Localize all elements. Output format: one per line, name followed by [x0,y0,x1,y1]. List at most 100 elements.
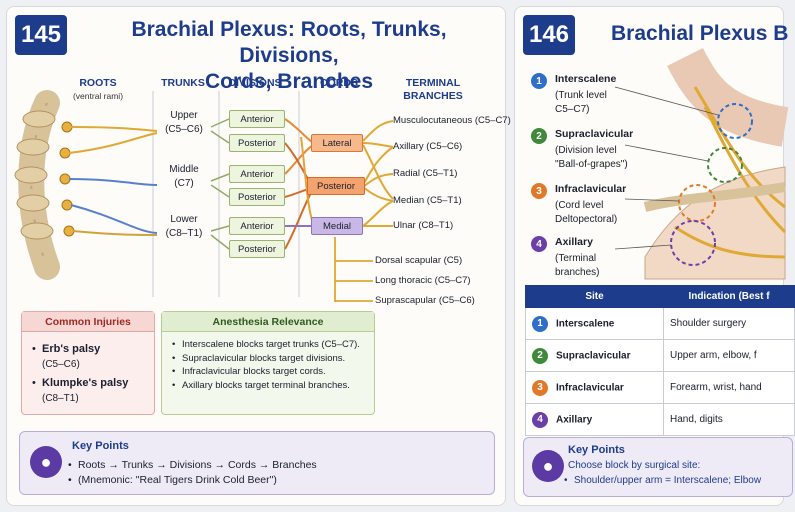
branch-dorsal-scapular: Dorsal scapular (C5) [375,255,463,266]
spine-illustration [14,90,75,280]
trunk-middle-name: Middle [169,164,199,175]
row-site-name: Infraclavicular [556,382,624,394]
key-point-item: (Mnemonic: "Real Tigers Drink Cold Beer"… [66,473,317,488]
header-roots-label: ROOTS [79,77,117,89]
card-number-badge: 145 [15,15,67,55]
site-2-number: 2 [531,128,547,144]
injury-item: Klumpke's palsy (C8–T1) [30,376,146,406]
key-points-line1: Choose block by surgical site: [568,460,701,471]
table-header-row: Site Indication (Best f [525,285,795,308]
site-1-desc: (Trunk level C5–C7) [555,89,607,117]
injuries-list: Erb's palsy (C5–C6) Klumpke's palsy (C8–… [22,332,154,416]
injury-name: Erb's palsy [42,343,101,355]
injury-roots: (C5–C6) [42,359,80,370]
header-cords: CORDS [320,77,358,89]
division-anterior-lower: Anterior [229,217,285,235]
header-terminal-line2: BRANCHES [403,90,463,102]
site-4-desc-line2: branches) [555,267,600,278]
site-3-desc-line2: Deltopectoral) [555,214,618,225]
table-cell-indication: Hand, digits [663,403,795,436]
division-anterior-middle: Anterior [229,165,285,183]
table-cell-site: 3 Infraclavicular [525,371,664,404]
site-2-desc: (Division level "Ball-of-grapes") [555,144,628,172]
table-cell-site: 2 Supraclavicular [525,339,664,372]
site-4-desc-line1: (Terminal [555,253,597,264]
common-injuries-title: Common Injuries [22,312,154,332]
trunk-upper: Upper (C5–C6) [157,109,211,137]
neck-illustration [614,47,789,280]
division-posterior-upper: Posterior [229,134,285,152]
header-terminal-branches: TERMINAL BRANCHES [391,77,475,103]
common-injuries-panel: Common Injuries Erb's palsy (C5–C6) Klum… [21,311,155,415]
division-posterior-lower: Posterior [229,240,285,258]
site-3-name: Infraclavicular [555,183,627,195]
branch-radial: Radial (C5–T1) [393,168,458,179]
branch-ulnar: Ulnar (C8–T1) [393,220,454,231]
injury-roots: (C8–T1) [42,393,79,404]
key-point-item: Shoulder/upper arm = Interscalene; Elbow [562,475,761,486]
site-3-desc-line1: (Cord level [555,200,604,211]
branch-musculocutaneous: Musculocutaneous (C5–C7) [393,115,511,126]
table-row: 4 Axillary Hand, digits [525,403,795,436]
site-4-desc: (Terminal branches) [555,252,599,280]
site-2-desc-line1: (Division level [555,145,617,156]
key-points-title: Key Points [72,440,129,452]
table-row: 3 Infraclavicular Forearm, wrist, hand [525,371,795,404]
card-title: Brachial Plexus B [611,22,789,45]
block-sites-table: Site Indication (Best f 1 Interscalene Sh… [525,285,795,436]
title-line-2: Cords, Branches [204,70,374,93]
trunk-upper-roots: (C5–C6) [165,124,203,135]
row-number-badge: 1 [532,315,548,332]
table-cell-indication: Upper arm, elbow, f [663,339,795,372]
table-cell-indication: Shoulder surgery [663,307,795,340]
anesthesia-item: Supraclavicular blocks target divisions. [170,352,366,366]
anesthesia-item: Infraclavicular blocks target cords. [170,365,366,379]
card-brachial-plexus-anatomy: 145 Brachial Plexus: Roots, Trunks, Divi… [6,6,511,506]
row-site-name: Supraclavicular [556,350,631,362]
site-2-desc-line2: "Ball-of-grapes") [555,159,628,170]
key-points-title: Key Points [568,444,625,456]
row-site-name: Axillary [556,414,593,426]
trunk-lower-name: Lower [170,214,198,225]
table-row: 2 Supraclavicular Upper arm, elbow, f [525,339,795,372]
anesthesia-item: Axillary blocks target terminal branches… [170,379,366,393]
injury-item: Erb's palsy (C5–C6) [30,342,146,372]
table-header-indication: Indication (Best f [663,285,795,308]
row-number-badge: 3 [532,379,548,396]
trunk-middle-roots: (C7) [174,178,194,189]
row-number-badge: 4 [532,411,548,428]
site-2-name: Supraclavicular [555,128,634,140]
key-points-panel: ● Key Points Choose block by surgical si… [523,437,793,497]
anesthesia-relevance-panel: Anesthesia Relevance Interscalene blocks… [161,311,375,415]
table-row: 1 Interscalene Shoulder surgery [525,307,795,340]
division-posterior-middle: Posterior [229,188,285,206]
table-cell-site: 1 Interscalene [525,307,664,340]
site-4-name: Axillary [555,236,593,248]
anesthesia-list: Interscalene blocks target trunks (C5–C7… [162,332,374,398]
plexus-illustration [14,90,394,302]
row-number-badge: 2 [532,347,548,364]
header-terminal-line1: TERMINAL [405,77,461,89]
branch-long-thoracic: Long thoracic (C5–C7) [375,275,471,286]
key-points-list: Roots → Trunks → Divisions → Cords → Bra… [66,458,317,488]
row-site-name: Interscalene [556,318,615,330]
header-trunks: TRUNKS [161,77,205,89]
anesthesia-relevance-title: Anesthesia Relevance [162,312,374,332]
key-points-list: Shoulder/upper arm = Interscalene; Elbow [562,475,761,486]
division-anterior-upper: Anterior [229,110,285,128]
table-cell-indication: Forearm, wrist, hand [663,371,795,404]
site-1-desc-line2: C5–C7) [555,104,590,115]
key-points-panel: ● Key Points Roots → Trunks → Divisions … [19,431,495,495]
site-3-number: 3 [531,183,547,199]
header-divisions: DIVISIONS [228,77,282,89]
lightbulb-icon: ● [532,450,564,482]
lightbulb-icon: ● [30,446,62,478]
cord-posterior: Posterior [307,177,365,195]
key-point-item: Roots → Trunks → Divisions → Cords → Bra… [66,458,317,473]
site-4-number: 4 [531,236,547,252]
branch-median: Median (C5–T1) [393,195,462,206]
card-number-badge: 146 [523,15,575,55]
trunk-lower-roots: (C8–T1) [165,228,203,239]
cord-medial: Medial [311,217,363,235]
trunk-middle: Middle (C7) [157,163,211,191]
